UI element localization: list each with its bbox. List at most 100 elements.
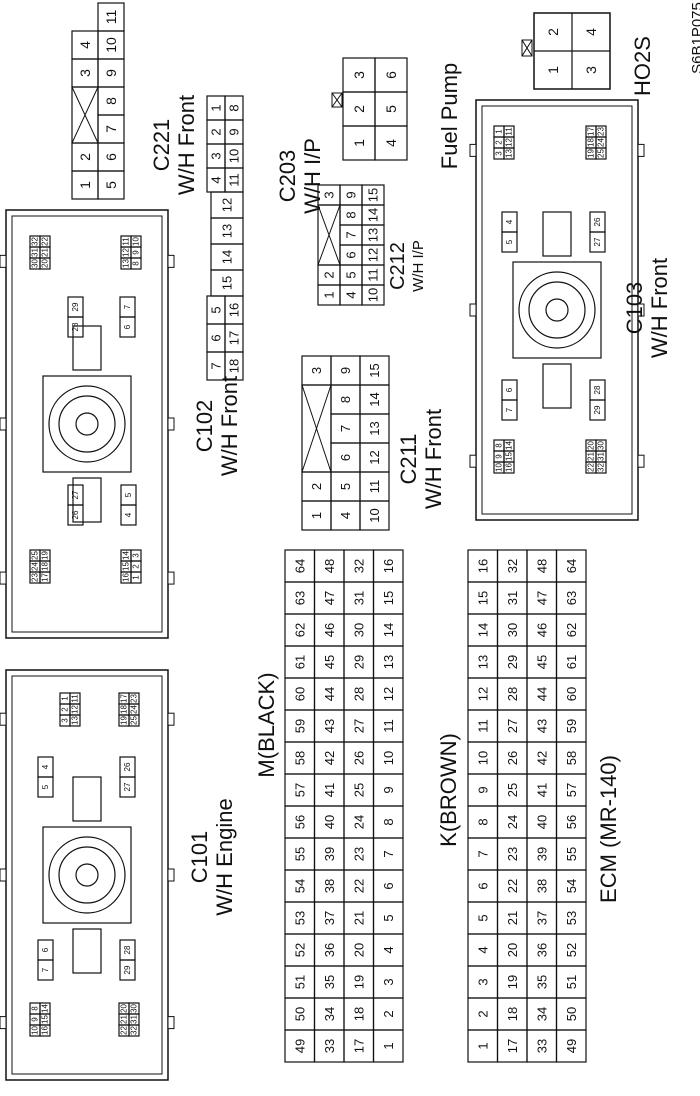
c221-pin-4: 4	[77, 41, 93, 49]
ecm-k-pin-44: 44	[534, 687, 549, 701]
ecm-k-cell: 62	[555, 613, 587, 647]
c103-cell: 1	[493, 125, 505, 138]
c103-pin-30: 30	[597, 441, 606, 450]
ecm-k-pin-20: 20	[505, 943, 520, 957]
fuel-pump-pin-3: 3	[351, 71, 367, 79]
c211-pin-15: 15	[367, 363, 382, 377]
ecm-k-pin-45: 45	[534, 655, 549, 669]
c221-label: C221 W/H Front	[149, 75, 199, 215]
c211-pin-8: 8	[338, 396, 353, 403]
c211-pin-3: 3	[309, 367, 324, 374]
c103-pin-10: 10	[495, 463, 504, 472]
c101-harness: W/H Engine	[212, 798, 238, 916]
ecm-m-cell: 55	[284, 837, 316, 871]
fuel-pump-pin-2: 2	[351, 105, 367, 113]
c212-pin-9: 9	[344, 191, 359, 198]
c221-pin-10: 10	[103, 37, 119, 53]
c101-post-frame	[42, 826, 132, 924]
ecm-m-pin-49: 49	[292, 1039, 307, 1053]
c101-cell-box	[69, 692, 81, 705]
c212-cell: 9	[339, 184, 363, 206]
ecm-k-pin-21: 21	[505, 911, 520, 925]
c203-cell: 3	[206, 143, 226, 169]
c211-pin-5: 5	[338, 483, 353, 490]
ecm-k-pin-55: 55	[564, 847, 579, 861]
ecm-k-pin-46: 46	[534, 623, 549, 637]
c103-post-frame	[512, 261, 602, 359]
ecm-k-label: K(BROWN)	[436, 733, 461, 847]
c103-pin-24: 24	[597, 138, 606, 147]
c211-cell: 3	[301, 355, 332, 386]
c103-pin-1: 1	[495, 129, 504, 134]
c103-harness: W/H Front	[647, 257, 673, 359]
c102-pin-1: 1	[132, 575, 141, 580]
c101-pin-27: 27	[123, 782, 132, 791]
ecm-k-cell: 57	[555, 773, 587, 807]
ecm-m-pin-7: 7	[381, 850, 396, 857]
ecm-m-pin-46: 46	[322, 623, 337, 637]
c103-cell: 25	[595, 147, 607, 160]
ecm-k-cell: 20	[496, 933, 528, 967]
c102-pin-23: 23	[31, 573, 40, 582]
c101-cell-box	[128, 1002, 140, 1015]
c221-pin-1: 1	[77, 181, 93, 189]
ecm-k-cell: 7	[467, 837, 499, 871]
c203-label: C203 W/H I/P	[275, 111, 331, 241]
ecm-m-cell: 39	[313, 837, 345, 871]
ecm-k-cell: 5	[467, 901, 499, 935]
c103-cell: 30	[595, 439, 607, 452]
ecm-k-pin-19: 19	[505, 975, 520, 989]
ecm-k-cell: 24	[496, 805, 528, 839]
ecm-m-cell: 24	[343, 805, 375, 839]
c212-pin-1: 1	[322, 291, 337, 298]
ecm-m-label: M(BLACK)	[254, 672, 279, 778]
c212-label: C212 W/H I/P	[387, 218, 433, 314]
ecm-m-cell: 58	[284, 741, 316, 775]
c103-cell-box	[501, 379, 518, 401]
ecm-k-cell: 47	[526, 581, 558, 615]
ecm-k-pin-18: 18	[505, 1007, 520, 1021]
c102-cell: 4	[120, 504, 137, 526]
c203-pin-13: 13	[220, 224, 235, 238]
c203-pin-2: 2	[209, 128, 224, 135]
c103-pin-15: 15	[505, 452, 514, 461]
c101-pin-22: 22	[120, 1026, 129, 1035]
c102-pin-13: 13	[122, 259, 131, 268]
c101-cell: 3	[59, 714, 71, 727]
c101-pin-30: 30	[130, 1004, 139, 1013]
ecm-m-pin-25: 25	[351, 783, 366, 797]
ecm-m-cell: 26	[343, 741, 375, 775]
ecm-m-cell: 46	[313, 613, 345, 647]
ecm-m-cell: 60	[284, 677, 316, 711]
c101-pin-28: 28	[123, 945, 132, 954]
c103-cell-box	[503, 439, 515, 452]
c203-cell: 8	[224, 95, 244, 121]
c203-cell: 14	[210, 243, 244, 271]
c102-pin-28: 28	[71, 322, 80, 331]
c102-cell: 25	[29, 549, 41, 562]
c103-cell: 15	[503, 450, 515, 463]
c212-cell: 4	[339, 284, 363, 306]
ecm-m-pin-50: 50	[292, 1007, 307, 1021]
c203-cell: 12	[210, 191, 244, 219]
c101-pin-29: 29	[123, 965, 132, 974]
ecm-m-pin-58: 58	[292, 751, 307, 765]
c211-cell: 5	[330, 471, 361, 502]
c103-pin-18: 18	[587, 138, 596, 147]
c103-cell: 7	[501, 399, 518, 421]
c102-pin-5: 5	[124, 492, 133, 497]
ecm-m-pin-34: 34	[322, 1007, 337, 1021]
ecm-m-cell: 19	[343, 965, 375, 999]
ecm-m-pin-61: 61	[292, 655, 307, 669]
ecm-m-pin-54: 54	[292, 879, 307, 893]
c211-cell: 4	[330, 500, 361, 531]
c102-pin-25: 25	[31, 551, 40, 560]
c102-post-frame	[42, 375, 132, 473]
c103-pin-3: 3	[495, 151, 504, 156]
c102-pin-27: 27	[71, 490, 80, 499]
ecm-k-pin-32: 32	[505, 559, 520, 573]
c102-pin-11: 11	[122, 237, 131, 246]
ecm-m-cell: 15	[372, 581, 404, 615]
ecm-k-cell: 49	[555, 1029, 587, 1063]
